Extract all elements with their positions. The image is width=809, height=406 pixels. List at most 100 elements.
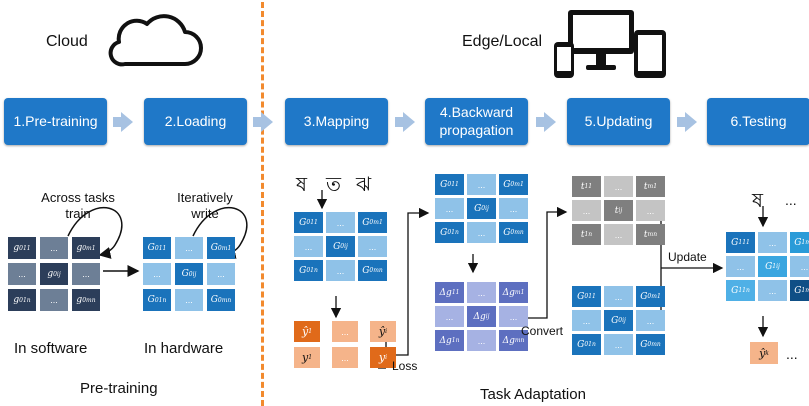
grid-cell: ... bbox=[467, 330, 496, 351]
grid-cell: ... bbox=[294, 236, 323, 257]
across-tasks-label: Across tasks train bbox=[41, 190, 115, 222]
step-backward-propagation: 4.Backward propagation bbox=[425, 98, 528, 145]
grid-cell: G1mn bbox=[790, 280, 809, 301]
grid-cell: ... bbox=[604, 334, 633, 355]
step-pretraining: 1.Pre-training bbox=[4, 98, 107, 145]
cloud-icon bbox=[108, 14, 203, 67]
test-prediction-ellipsis: ... bbox=[786, 346, 798, 362]
grid-cell: ... bbox=[572, 310, 601, 331]
grid-cell: G1m1 bbox=[790, 232, 809, 253]
step-mapping: 3.Mapping bbox=[285, 98, 388, 145]
grid-cell: ... bbox=[604, 286, 633, 307]
input-char-2: ত bbox=[326, 172, 342, 196]
pretraining-section-label: Pre-training bbox=[80, 380, 158, 397]
grid-cell: ... bbox=[790, 256, 809, 277]
convert-label: Convert bbox=[521, 324, 564, 338]
grid-cell: ... bbox=[758, 280, 787, 301]
grid-cell: ... bbox=[435, 198, 464, 219]
in-hardware-label: In hardware bbox=[144, 340, 224, 357]
grid-cell: ... bbox=[467, 174, 496, 195]
grid-cell: ... bbox=[326, 260, 355, 281]
grid-cell: ... bbox=[175, 289, 203, 311]
divider-line bbox=[261, 2, 264, 406]
grid-cell: ... bbox=[326, 212, 355, 233]
grid-cell: ... bbox=[8, 263, 36, 285]
test-char-ellipsis: ... bbox=[785, 192, 797, 208]
test-char: ষ bbox=[752, 188, 764, 212]
input-char-1: ষ bbox=[296, 172, 308, 196]
grid-cell: ... bbox=[358, 236, 387, 257]
grid-cell: ... bbox=[499, 306, 528, 327]
grid-cell: ... bbox=[499, 198, 528, 219]
loss-label: Loss bbox=[392, 359, 418, 373]
grid-cell: ... bbox=[572, 200, 601, 221]
grid-cell: ... bbox=[726, 256, 755, 277]
target-cell: ... bbox=[332, 347, 358, 368]
grid-cell: ... bbox=[604, 224, 633, 245]
grid-cell: ... bbox=[40, 289, 68, 311]
grid-cell: ... bbox=[207, 263, 235, 285]
grid-cell: ... bbox=[175, 237, 203, 259]
task-adaptation-section-label: Task Adaptation bbox=[480, 386, 586, 403]
grid-cell: ... bbox=[604, 176, 633, 197]
grid-cell: ... bbox=[758, 232, 787, 253]
prediction-cell: ... bbox=[332, 321, 358, 342]
devices-icon bbox=[554, 10, 666, 78]
step-updating: 5.Updating bbox=[567, 98, 670, 145]
grid-cell: ... bbox=[636, 200, 665, 221]
grid-cell: ... bbox=[467, 222, 496, 243]
grid-cell: ... bbox=[143, 263, 171, 285]
grid-cell: ... bbox=[636, 310, 665, 331]
input-char-3: ঝ bbox=[356, 172, 372, 196]
step-loading: 2.Loading bbox=[144, 98, 247, 145]
grid-cell: ... bbox=[435, 306, 464, 327]
in-software-label: In software bbox=[14, 340, 88, 357]
